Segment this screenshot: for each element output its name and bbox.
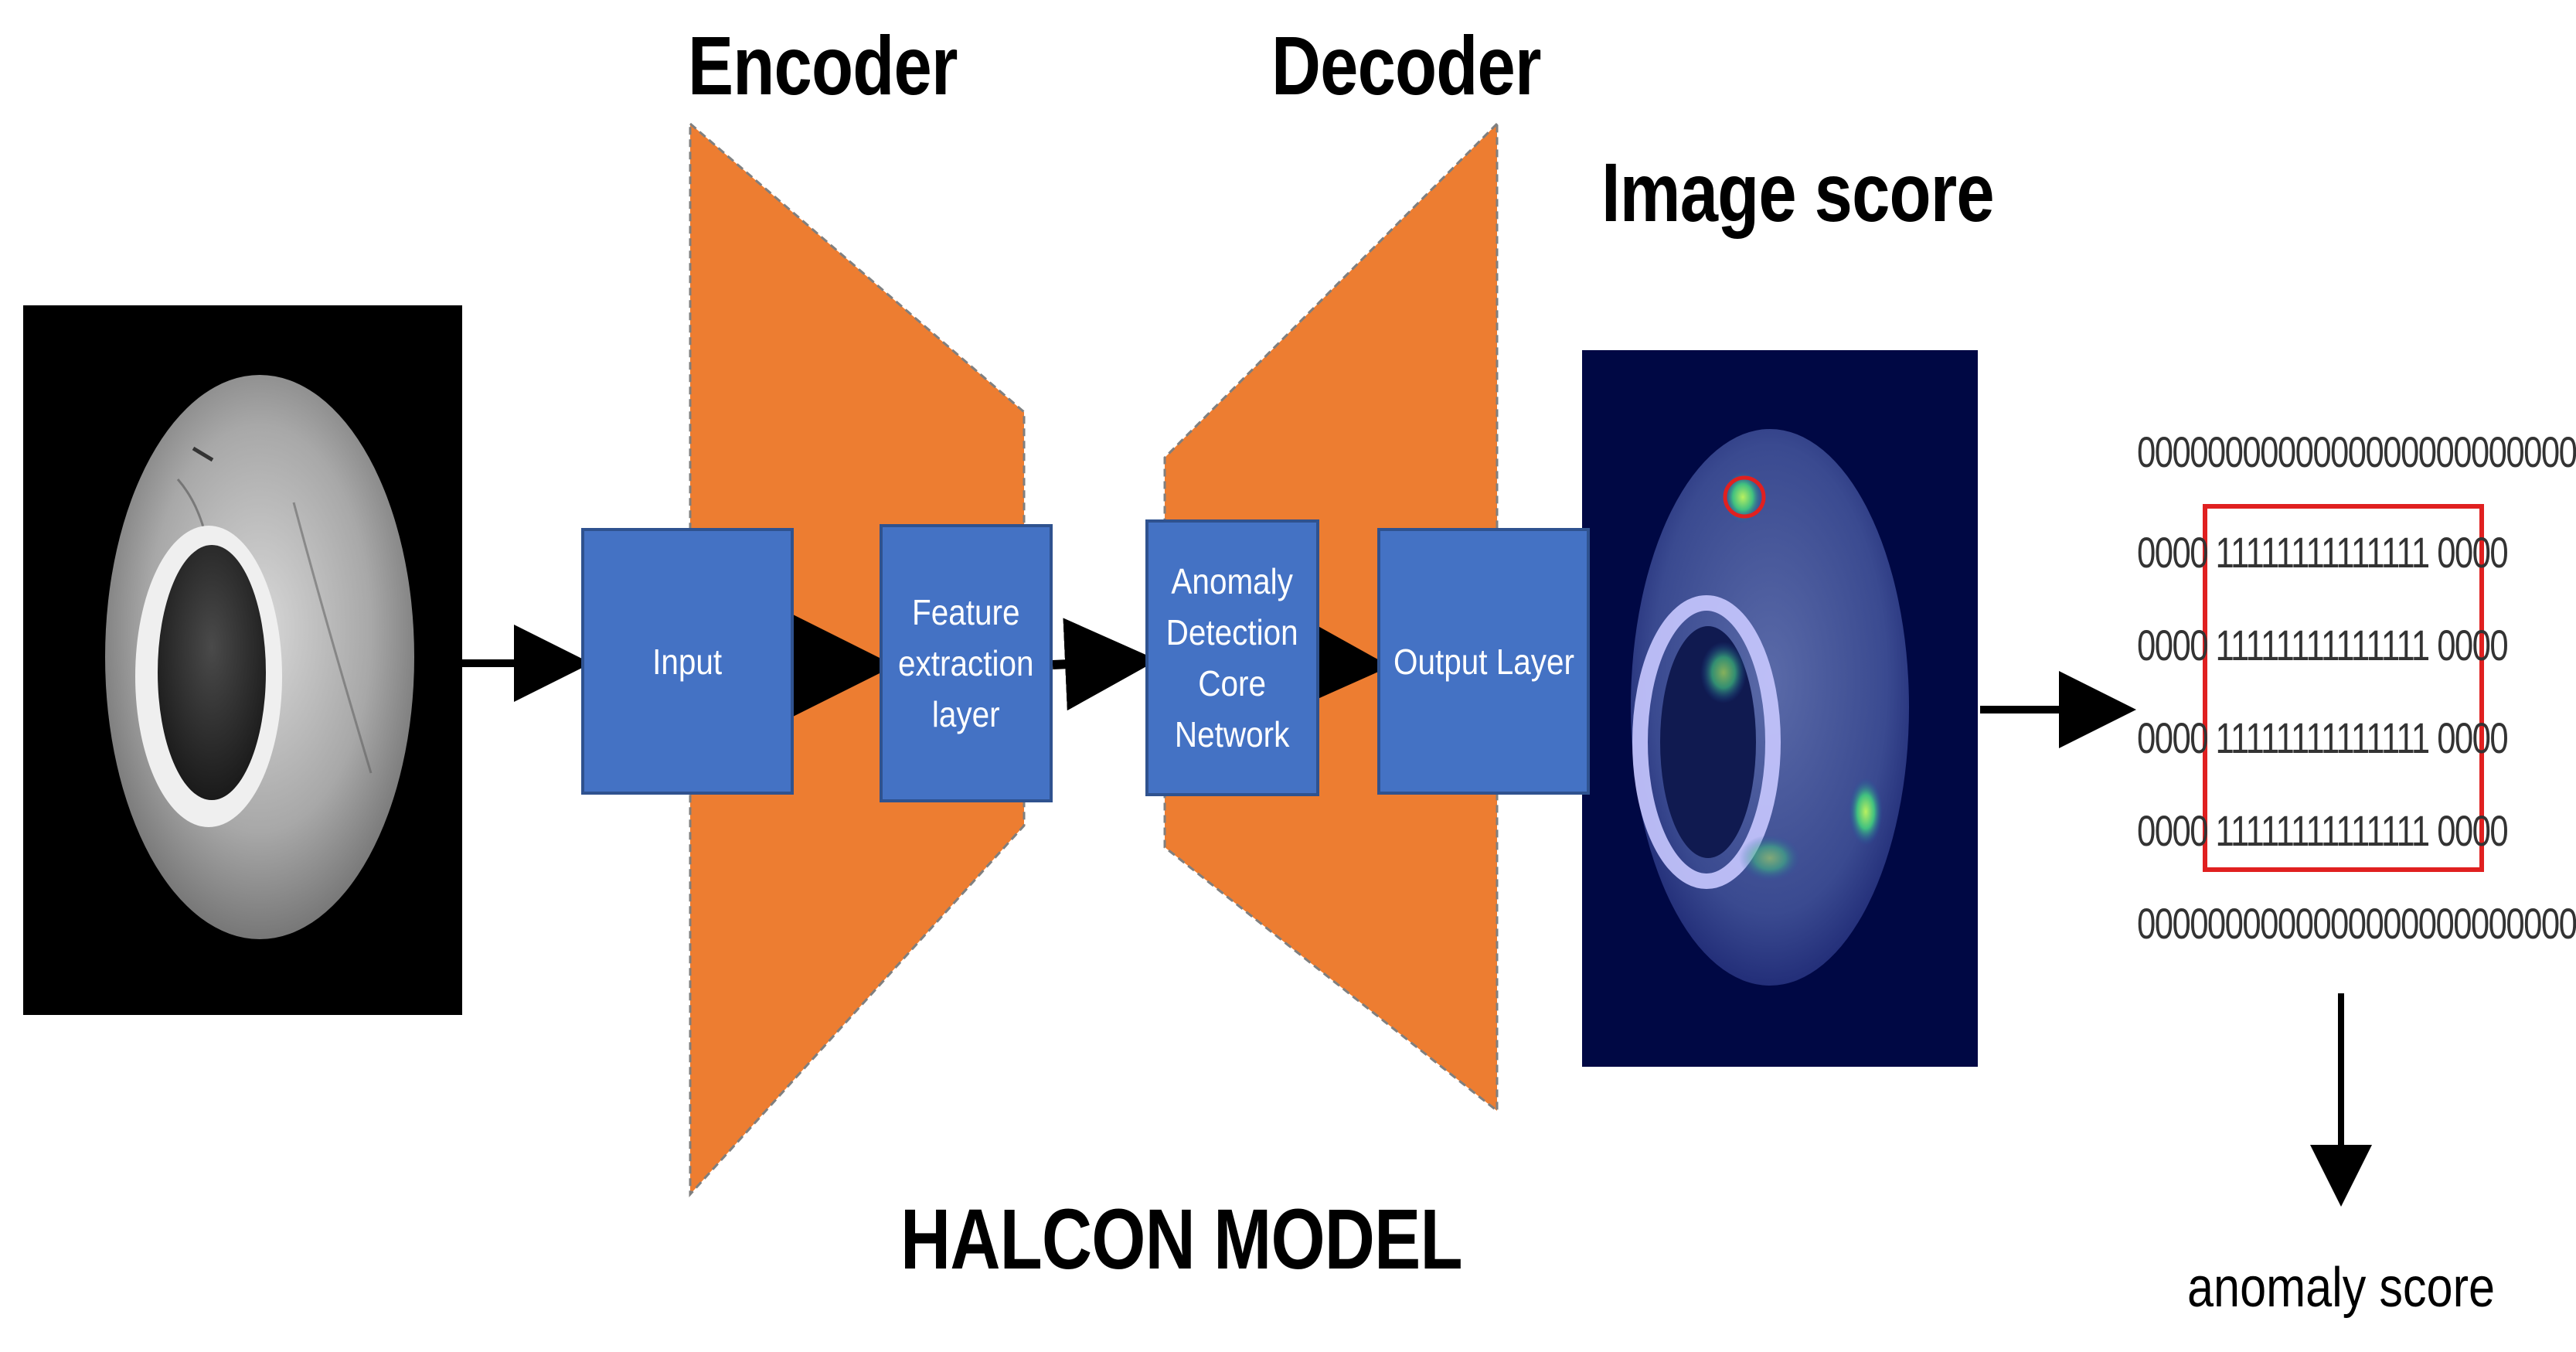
output-layer-label: Output Layer (1393, 641, 1574, 682)
core-label-line1: Anomaly (1171, 561, 1294, 601)
encoder-label: Encoder (688, 19, 958, 112)
binary-row-4: 0000 11111111111111 0000 (2137, 713, 2509, 762)
core-label-line3: Core (1198, 663, 1267, 703)
image-score-label: Image score (1601, 145, 1995, 239)
anomaly-score-label: anomaly score (2187, 1257, 2495, 1319)
binary-row-5: 0000 11111111111111 0000 (2137, 806, 2509, 855)
feature-label-line3: layer (932, 694, 1000, 734)
input-box: Input (581, 528, 794, 795)
binary-row-2: 0000 11111111111111 0000 (2137, 528, 2509, 577)
input-box-label: Input (652, 641, 723, 682)
core-label-line2: Detection (1165, 612, 1299, 652)
binary-row-6: 0000000000000000000000000 (2137, 899, 2576, 948)
input-image (23, 305, 462, 1015)
anomaly-highlight-circle (1723, 475, 1766, 519)
heatmap-image (1582, 350, 1978, 1067)
binary-row-3: 0000 11111111111111 0000 (2137, 621, 2509, 669)
binary-highlight-rect (2203, 504, 2484, 872)
output-layer-box: Output Layer (1377, 528, 1590, 795)
feature-label-line1: Feature (912, 592, 1020, 632)
feature-extraction-box: Feature extraction layer (880, 524, 1053, 802)
arrow-core-to-output (1295, 615, 1390, 709)
anomaly-core-box: Anomaly Detection Core Network (1145, 519, 1319, 796)
decoder-label: Decoder (1271, 19, 1541, 112)
feature-label-line2: extraction (898, 643, 1034, 683)
arrow-feature-to-core (1052, 618, 1158, 711)
model-label: HALCON MODEL (900, 1192, 1463, 1287)
core-label-line4: Network (1175, 714, 1290, 754)
binary-row-1: 0000000000000000000000000 (2137, 427, 2576, 476)
